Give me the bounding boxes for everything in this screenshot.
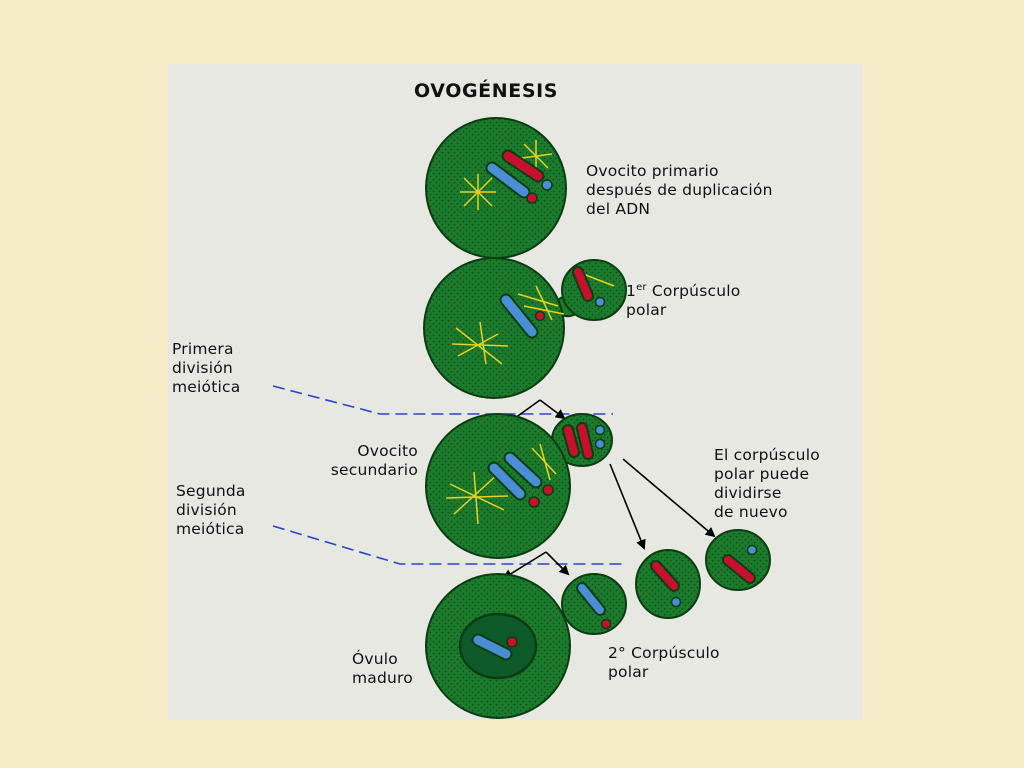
label-secondary-oocyte: Ovocito secundario xyxy=(330,442,418,479)
label-first-polar-body-rest: Corpúsculo polar xyxy=(626,282,741,320)
primary-oocyte-cell xyxy=(425,117,567,259)
divided-polar-body-right-cell xyxy=(705,529,771,591)
diagram-title: OVOGÉNESIS xyxy=(414,80,559,102)
label-first-meiotic-division: Primera división meiótica xyxy=(172,340,241,396)
arrow-polar-to-left-cell xyxy=(609,463,646,550)
label-polar-body-may-divide: El corpúsculo polar puede dividirse de n… xyxy=(714,446,820,521)
label-first-polar-body: 1er Corpúsculo polar xyxy=(626,278,740,320)
second-division-dashed-line xyxy=(272,525,623,565)
label-second-polar-body: 2° Corpúsculo polar xyxy=(608,644,720,681)
secondary-oocyte-cell xyxy=(425,413,571,559)
spindle-aster xyxy=(460,140,553,210)
label-first-polar-body-sup: er xyxy=(636,282,647,293)
oogenesis-diagram xyxy=(272,117,771,719)
dividing-oocyte-cell xyxy=(423,257,627,399)
divided-polar-body-left-cell xyxy=(635,549,701,619)
arrow-to-second-polar-body xyxy=(545,551,570,576)
label-second-meiotic-division: Segunda división meiótica xyxy=(176,482,246,538)
diagram-panel: OVOGÉNESIS Ovocito primario después de d… xyxy=(168,64,863,720)
mature-ovum-cell xyxy=(425,573,571,719)
second-polar-body-cell xyxy=(561,573,627,635)
first-polar-body-cell xyxy=(551,413,613,467)
label-mature-ovum: Óvulo maduro xyxy=(352,650,413,687)
arrow-to-mature-ovum xyxy=(502,551,547,580)
first-division-dashed-line xyxy=(272,385,613,415)
arrow-to-first-polar-body xyxy=(539,399,566,420)
label-primary-oocyte: Ovocito primario después de duplicación … xyxy=(586,162,773,218)
arrow-polar-to-right-cell xyxy=(622,458,716,538)
label-first-polar-body-prefix: 1 xyxy=(626,282,637,301)
